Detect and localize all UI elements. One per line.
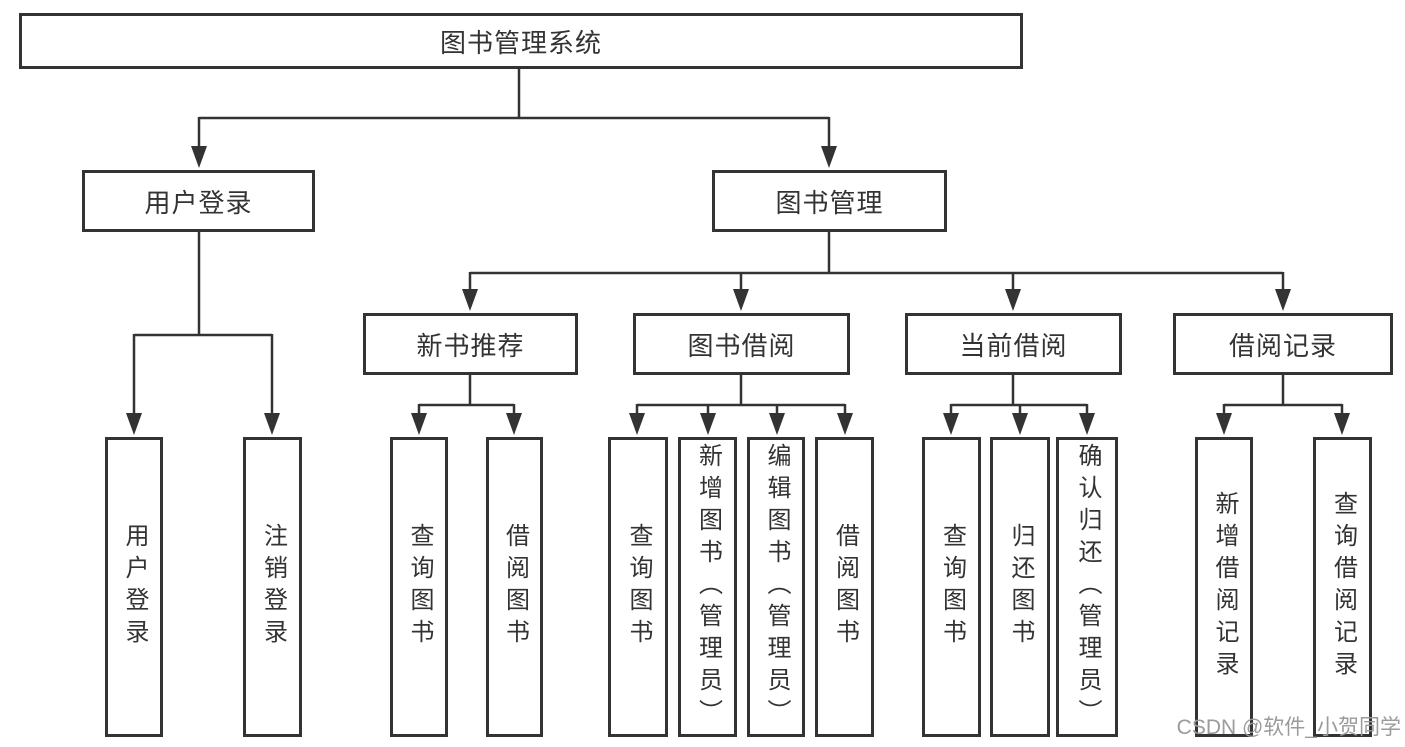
node-label: 查询图书 [938,523,966,651]
node-leaf-add-books-admin: 新增图书（管理员） [678,437,737,737]
csdn-watermark: CSDN @软件_小贺同学 [1176,716,1401,739]
node-library-management-system: 图书管理系统 [19,13,1023,69]
node-label: 归还图书 [1007,523,1034,651]
node-label: 查询图书 [406,523,433,651]
node-label: 借阅图书 [831,523,859,651]
node-leaf-return-books: 归还图书 [990,437,1050,737]
node-leaf-query-books-recommend: 查询图书 [390,437,448,737]
node-leaf-query-borrow-record: 查询借阅记录 [1313,437,1372,737]
node-label: 查询借阅记录 [1329,491,1357,683]
node-user-login: 用户登录 [82,170,315,232]
node-borrowing-records: 借阅记录 [1173,313,1393,375]
node-label: 借阅图书 [501,523,529,651]
node-leaf-user-login: 用户登录 [105,437,163,737]
node-leaf-query-books-current: 查询图书 [922,437,981,737]
node-book-management: 图书管理 [712,170,947,232]
node-leaf-borrow-books-recommend: 借阅图书 [486,437,543,737]
node-book-borrowing: 图书借阅 [633,313,850,375]
arrowheads [126,146,1350,435]
node-leaf-query-books-borrow: 查询图书 [608,437,668,737]
node-leaf-add-borrow-record: 新增借阅记录 [1195,437,1253,737]
node-leaf-logout: 注销登录 [243,437,302,737]
node-label: 确认归还（管理员） [1074,443,1101,731]
node-leaf-edit-books-admin: 编辑图书（管理员） [747,437,805,737]
node-new-book-recommendation: 新书推荐 [363,313,578,375]
node-label: 注销登录 [259,523,287,651]
node-leaf-borrow-books: 借阅图书 [815,437,874,737]
node-current-borrowing: 当前借阅 [905,313,1122,375]
node-label: 新增借阅记录 [1211,491,1238,683]
node-leaf-confirm-return-admin: 确认归还（管理员） [1056,437,1118,737]
node-label: 查询图书 [625,523,652,651]
node-label: 新增图书（管理员） [694,443,722,731]
node-label: 编辑图书（管理员） [763,443,790,731]
node-label: 用户登录 [121,523,148,651]
